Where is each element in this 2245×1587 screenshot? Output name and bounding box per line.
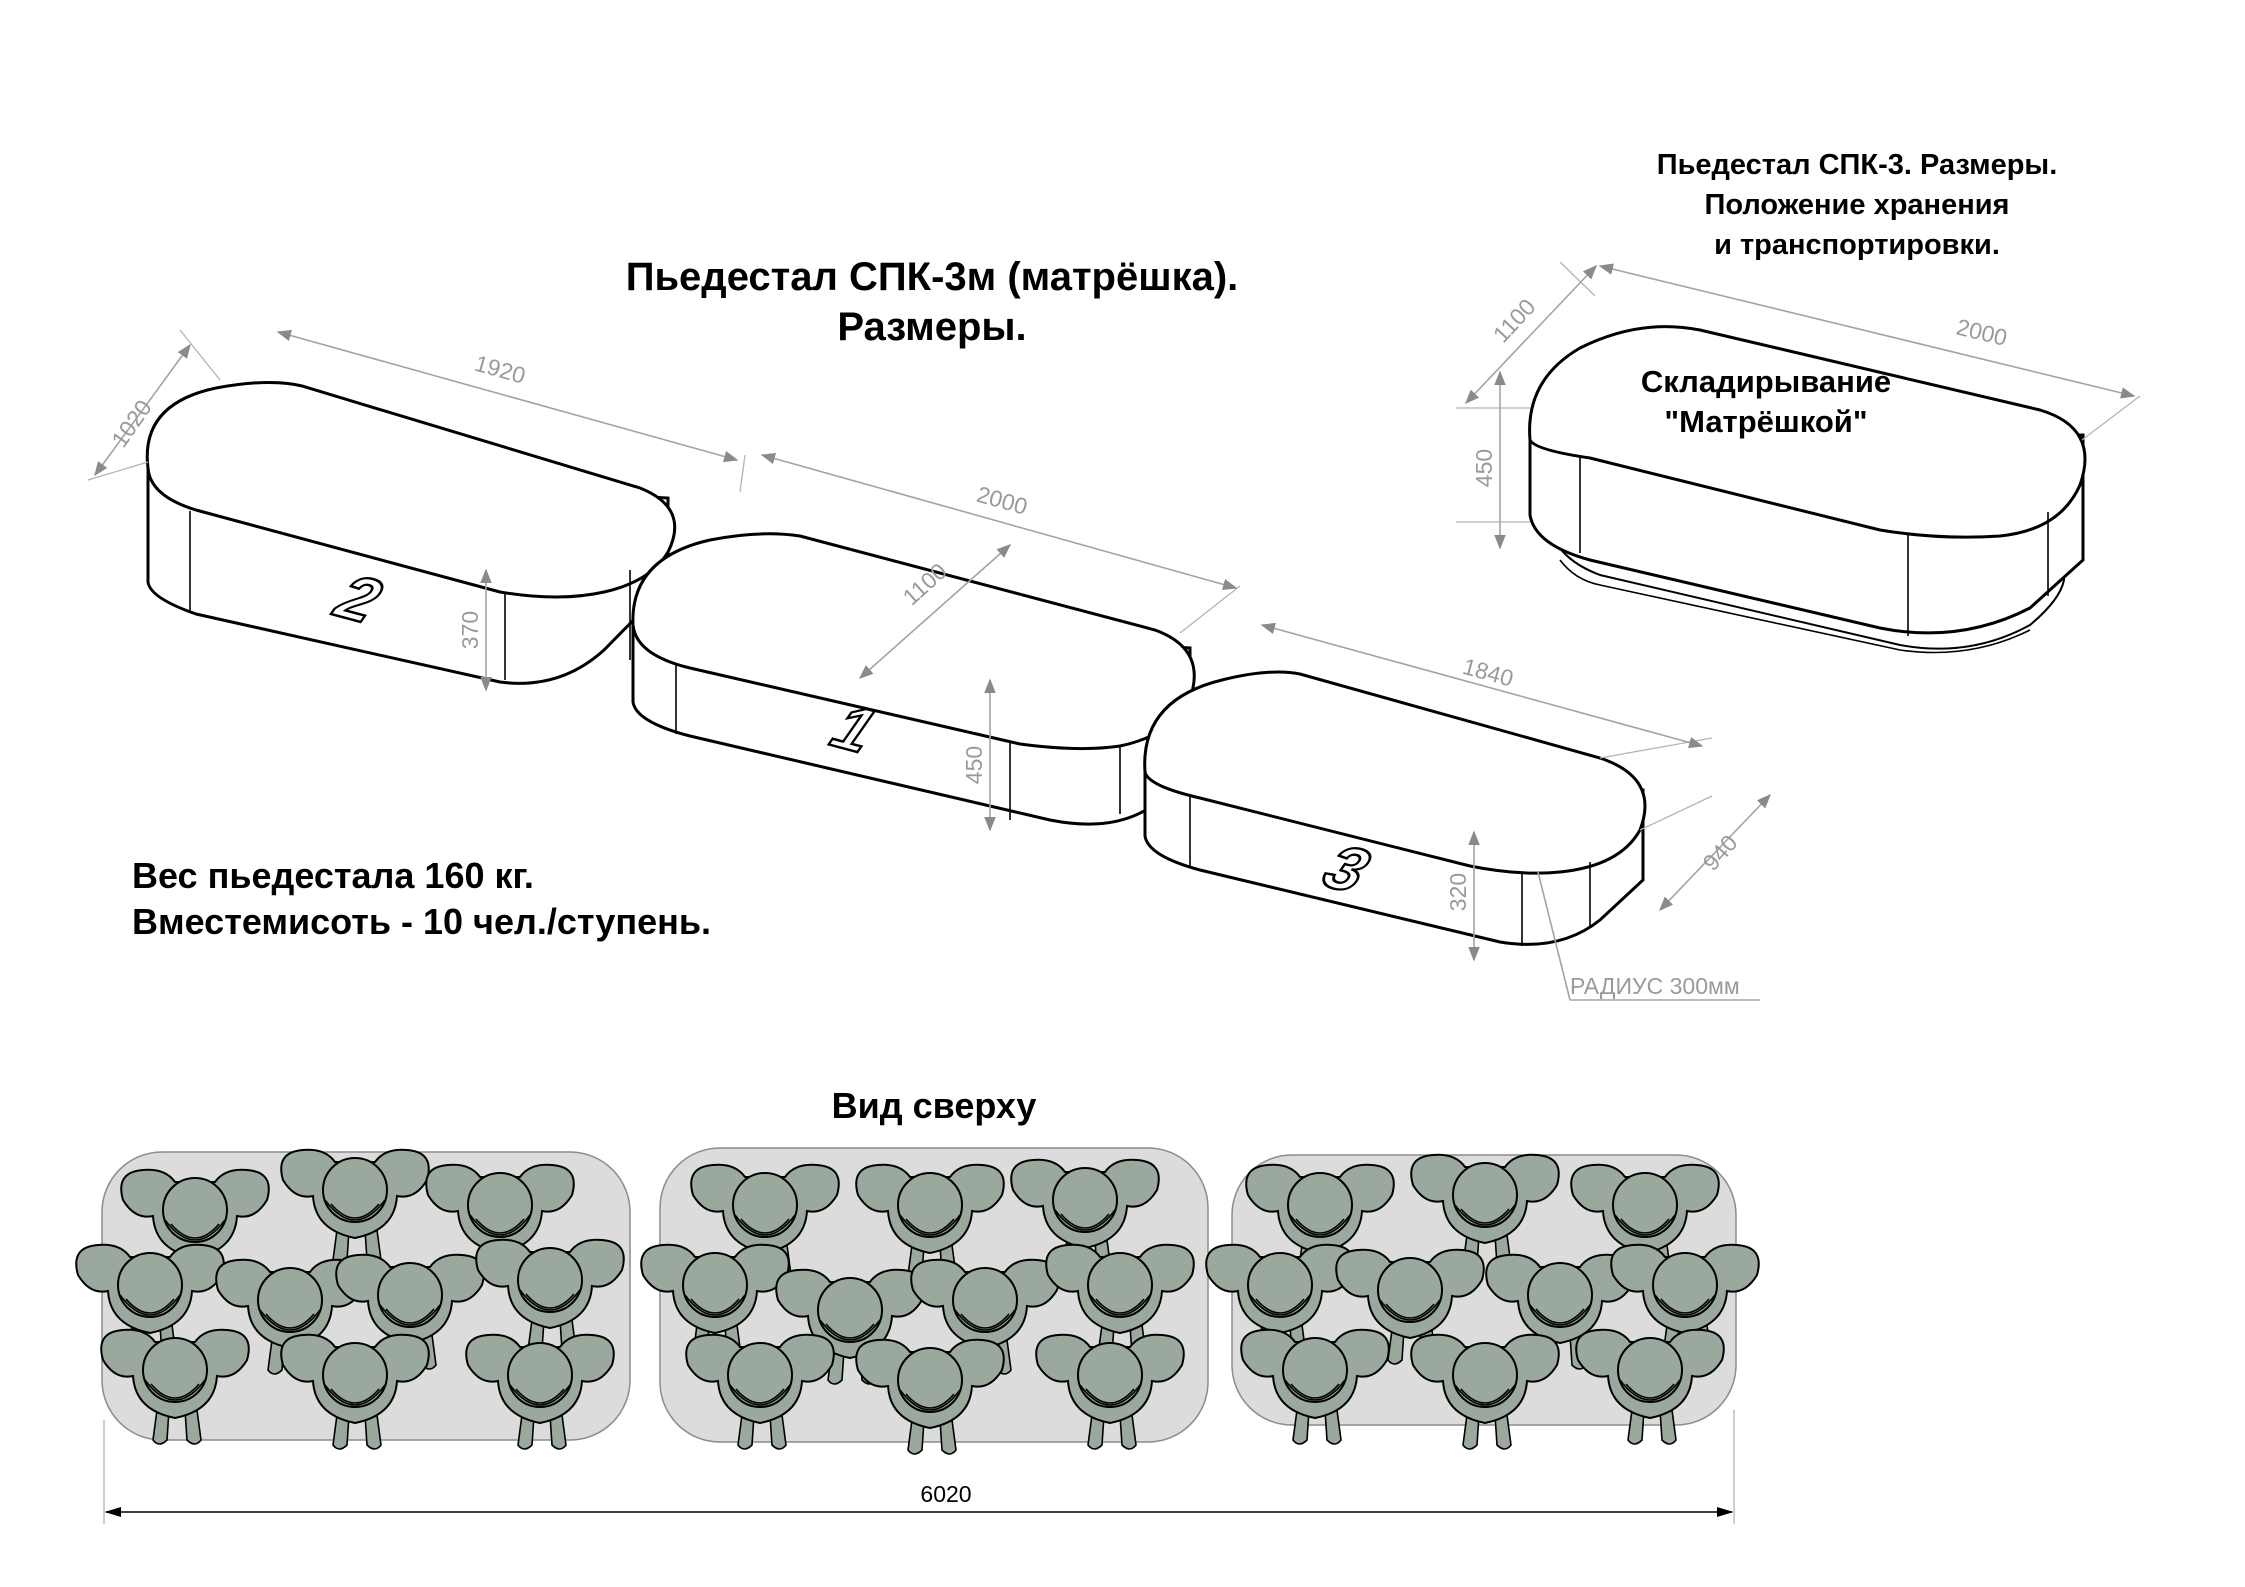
person-figure [280, 1333, 430, 1450]
person-figure [1575, 1328, 1725, 1445]
storage-title-line3: и транспортировки. [1714, 229, 2000, 261]
step-3: 3 [1143, 670, 1647, 946]
storage-title-line2: Положение хранения [1705, 189, 2010, 221]
main-title-line1: Пьедестал СПК-3м (матрёшка). [626, 255, 1239, 299]
dim-total-width: 6020 [103, 1410, 1735, 1524]
dim-height: 320 [1445, 873, 1471, 911]
weight-info: Вес пьедестала 160 кг. [132, 855, 534, 896]
dim-length: 1920 [472, 350, 528, 389]
person-figure [465, 1333, 615, 1450]
person-figure [1240, 1328, 1390, 1445]
person-figure [215, 1258, 365, 1375]
person-figure [685, 1333, 835, 1450]
person-figure [910, 1258, 1060, 1375]
storage-title-line1: Пьедестал СПК-3. Размеры. [1657, 149, 2058, 181]
top-view-title: Вид сверху [832, 1085, 1037, 1126]
dim-depth: 1100 [1488, 294, 1541, 348]
storage-view: Складирывание "Матрёшкой" [1528, 325, 2087, 654]
dim-height: 370 [457, 611, 483, 649]
capacity-info: Вместемисоть - 10 чел./ступень. [132, 901, 711, 942]
person-figure [1410, 1333, 1560, 1450]
dims-step-3: 1840 940 320 РАДИУС 300мм [1260, 622, 1771, 1001]
person-figure [1410, 1153, 1560, 1270]
dim-length: 2000 [974, 481, 1030, 520]
person-figure [100, 1328, 250, 1445]
step-2: 2 [145, 380, 677, 685]
person-figure [690, 1163, 840, 1280]
main-title-line2: Размеры. [837, 305, 1026, 349]
dim-length: 2000 [1954, 314, 2010, 351]
dims-storage: 1100 2000 450 [1456, 261, 2141, 550]
dim-depth: 940 [1698, 830, 1743, 876]
person-figure [855, 1338, 1005, 1455]
radius-note: РАДИУС 300мм [1570, 973, 1740, 999]
person-figure [1035, 1333, 1185, 1450]
storage-label-line1: Складирывание [1641, 364, 1891, 399]
dim-height: 450 [961, 746, 987, 784]
dim-height: 450 [1471, 449, 1497, 487]
storage-label-line2: "Матрёшкой" [1664, 404, 1867, 439]
dims-step-2: 1020 1920 370 [87, 329, 746, 692]
dim-length: 1840 [1460, 653, 1516, 692]
top-view [75, 1147, 1760, 1455]
total-width-value: 6020 [920, 1481, 971, 1507]
